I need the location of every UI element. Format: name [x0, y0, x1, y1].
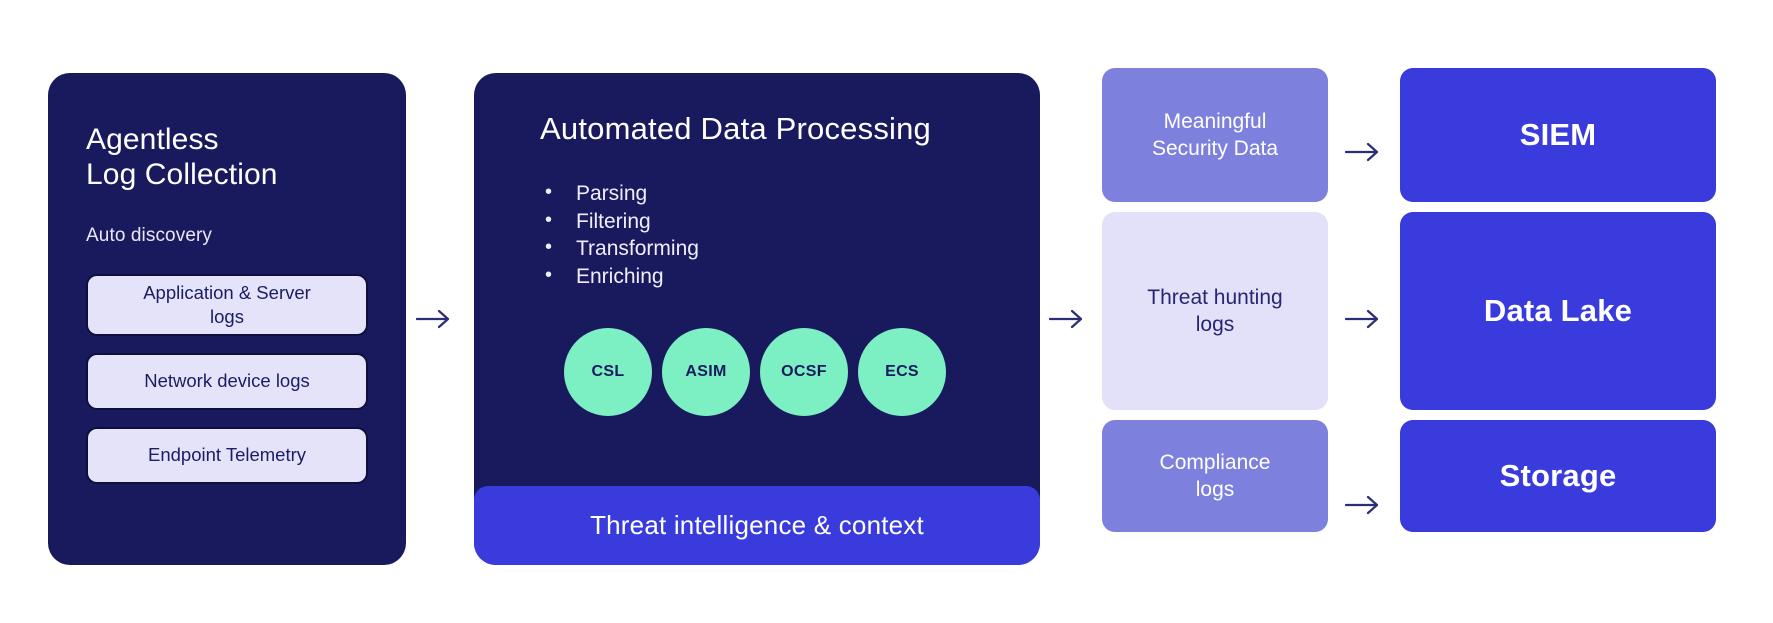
- processing-step-enriching: Enriching: [540, 262, 1040, 291]
- agentless-log-collection-panel: Agentless Log Collection Auto discovery …: [48, 73, 406, 565]
- flow-arrow-compliance-to-storage: [1344, 488, 1384, 522]
- output-card-threat-hunting-logs[interactable]: Threat hunting logs: [1102, 212, 1328, 410]
- flow-arrow-collection-to-processing: [415, 302, 455, 336]
- log-source-chip-network-device[interactable]: Network device logs: [86, 352, 368, 410]
- destination-card-column: SIEM Data Lake Storage: [1400, 68, 1716, 532]
- processing-title: Automated Data Processing: [540, 111, 931, 146]
- collection-title: Agentless Log Collection: [86, 123, 278, 191]
- destination-card-storage[interactable]: Storage: [1400, 420, 1716, 532]
- destination-card-data-lake[interactable]: Data Lake: [1400, 212, 1716, 410]
- processing-content: Automated Data Processing Parsing Filter…: [474, 73, 1040, 416]
- flow-arrow-processing-to-outputs: [1048, 302, 1088, 336]
- output-card-meaningful-security-data[interactable]: Meaningful Security Data: [1102, 68, 1328, 202]
- threat-intelligence-banner: Threat intelligence & context: [474, 486, 1040, 565]
- log-source-chip-endpoint-telemetry[interactable]: Endpoint Telemetry: [86, 426, 368, 484]
- automated-data-processing-panel: Automated Data Processing Parsing Filter…: [474, 73, 1040, 565]
- processing-step-filtering: Filtering: [540, 207, 1040, 236]
- output-card-column: Meaningful Security Data Threat hunting …: [1102, 68, 1328, 532]
- flow-arrow-threat-hunting-to-data-lake: [1344, 302, 1384, 336]
- processing-step-parsing: Parsing: [540, 179, 1040, 208]
- schema-badge-ecs[interactable]: ECS: [858, 327, 946, 416]
- log-source-chip-list: Application & Server logs Network device…: [86, 273, 368, 484]
- collection-subtitle: Auto discovery: [86, 224, 213, 246]
- processing-step-list: Parsing Filtering Transforming Enriching: [540, 179, 1040, 291]
- schema-badge-list: CSL ASIM OCSF ECS: [540, 327, 1040, 416]
- schema-badge-asim[interactable]: ASIM: [662, 327, 750, 416]
- threat-intelligence-label: Threat intelligence & context: [590, 510, 924, 540]
- processing-step-transforming: Transforming: [540, 234, 1040, 263]
- flow-arrow-security-data-to-siem: [1344, 135, 1384, 169]
- log-source-chip-application-server[interactable]: Application & Server logs: [86, 273, 368, 336]
- destination-card-siem[interactable]: SIEM: [1400, 68, 1716, 202]
- schema-badge-ocsf[interactable]: OCSF: [760, 327, 848, 416]
- schema-badge-csl[interactable]: CSL: [564, 327, 652, 416]
- output-card-compliance-logs[interactable]: Compliance logs: [1102, 420, 1328, 532]
